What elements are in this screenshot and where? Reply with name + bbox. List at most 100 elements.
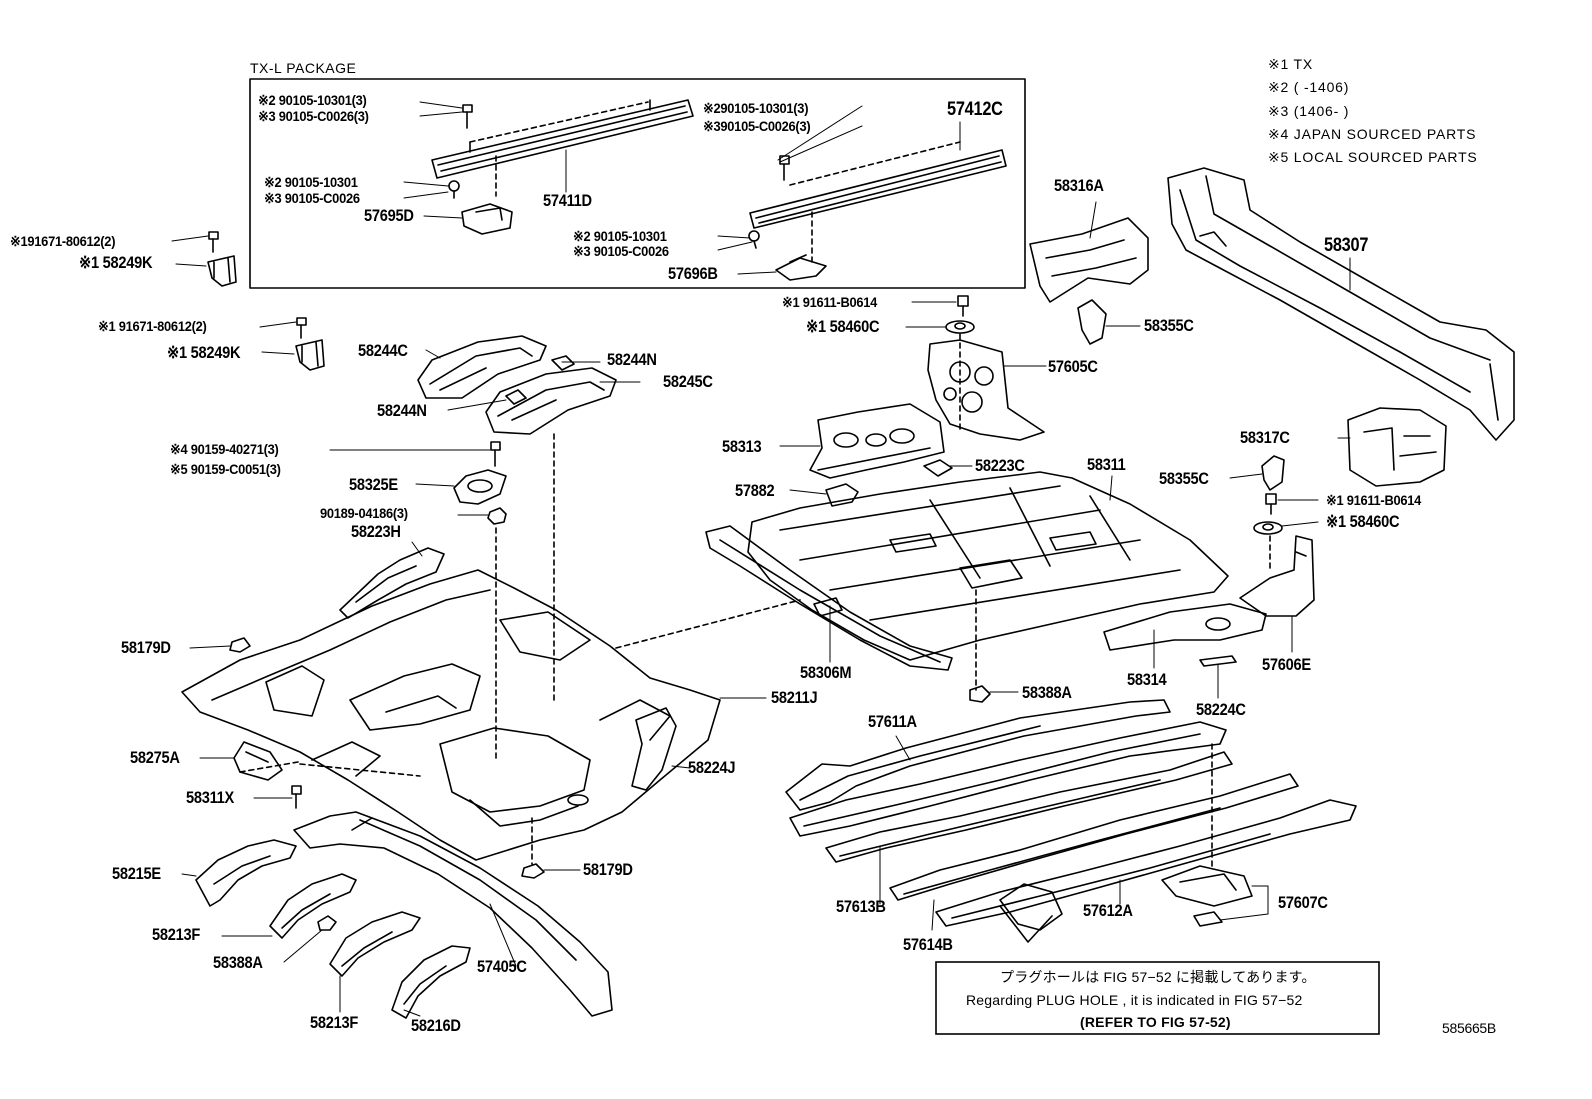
legend-note-5: ※5 LOCAL SOURCED PARTS bbox=[1268, 149, 1478, 165]
plug-note-frame bbox=[935, 961, 1380, 1035]
callout-label: 58213F bbox=[310, 1013, 359, 1032]
part-58275a-bracket bbox=[233, 741, 283, 781]
part-58211j-floor-pan bbox=[181, 569, 721, 861]
callout-label: ※2 90105-10301 bbox=[264, 174, 358, 190]
part-58355c-bracket-a bbox=[1077, 299, 1107, 345]
plug-note-line-1: プラグホールは FIG 57−52 に掲載してあります。 bbox=[1000, 969, 1316, 985]
part-58213f-lower bbox=[329, 911, 421, 977]
callout-label: ※3 90105-C0026 bbox=[264, 190, 360, 206]
plug-note-line-2: Regarding PLUG HOLE , it is indicated in… bbox=[966, 992, 1303, 1008]
part-57614b-member bbox=[889, 773, 1299, 901]
callout-label: 58215E bbox=[112, 864, 161, 883]
callout-label: 58211J bbox=[771, 688, 818, 707]
part-58249k-upper bbox=[207, 231, 237, 287]
part-58224j-bracket bbox=[631, 707, 677, 791]
callout-label: ※390105-C0026(3) bbox=[703, 118, 811, 134]
part-58244n-clip-b bbox=[505, 389, 527, 405]
callout-label: 58244N bbox=[607, 350, 657, 369]
callout-label: 58179D bbox=[583, 860, 633, 879]
callout-label: ※290105-10301(3) bbox=[703, 100, 809, 116]
callout-label: 57405C bbox=[477, 957, 527, 976]
callout-label: 58213F bbox=[152, 925, 201, 944]
callout-label: 57611A bbox=[868, 712, 917, 731]
callout-label: 58245C bbox=[663, 372, 713, 391]
part-57695d-bracket bbox=[461, 203, 513, 235]
part-58245c-pad bbox=[485, 367, 617, 435]
part-58179d-plug-b bbox=[521, 863, 545, 879]
leader-lines bbox=[171, 101, 1351, 1017]
callout-label: 58314 bbox=[1127, 670, 1167, 689]
legend-note-2: ※2 ( -1406) bbox=[1268, 79, 1350, 95]
part-57607c-bracket bbox=[1161, 865, 1253, 907]
callout-label: 57695D bbox=[364, 206, 414, 225]
part-57613b-member bbox=[789, 721, 1227, 837]
callout-label: ※1 58249K bbox=[167, 343, 241, 362]
callout-label: 57606E bbox=[1262, 655, 1311, 674]
part-57613b-member-lower bbox=[825, 751, 1233, 863]
bolt-90159 bbox=[490, 441, 501, 467]
callout-label: 57613B bbox=[836, 897, 886, 916]
part-58306m-member bbox=[705, 525, 953, 671]
callout-label: ※1 58249K bbox=[79, 253, 153, 272]
callout-label: 58306M bbox=[800, 663, 852, 682]
callout-label: 57696B bbox=[668, 264, 718, 283]
callout-label: 58216D bbox=[411, 1016, 461, 1035]
legend-note-3: ※3 (1406- ) bbox=[1268, 103, 1350, 119]
bolt-90105-a bbox=[462, 104, 473, 129]
callout-label: 58223H bbox=[351, 522, 401, 541]
callout-label: 58325E bbox=[349, 475, 398, 494]
part-58314-member bbox=[1103, 603, 1267, 651]
nut-90189 bbox=[487, 507, 507, 525]
callout-label: 58223C bbox=[975, 456, 1025, 475]
callout-label: 58388A bbox=[1022, 683, 1072, 702]
part-58224c-clip bbox=[1199, 655, 1237, 667]
part-58388a-clip-b bbox=[969, 685, 991, 703]
callout-label: ※3 90105-C0026(3) bbox=[258, 108, 369, 124]
callout-label: ※1 91671-80612(2) bbox=[98, 318, 207, 334]
callout-label: 58355C bbox=[1144, 316, 1194, 335]
part-58249k-lower bbox=[295, 317, 325, 371]
diagram-code: 585665B bbox=[1442, 1020, 1496, 1036]
package-label: TX-L PACKAGE bbox=[250, 60, 357, 76]
bolt-90105-d bbox=[748, 230, 760, 249]
callout-label: ※1 58460C bbox=[1326, 512, 1400, 531]
part-57612a-member bbox=[935, 799, 1357, 943]
part-58213f-upper bbox=[269, 873, 357, 939]
bolt-91611-a bbox=[957, 295, 969, 317]
callout-label: ※1 91611-B0614 bbox=[782, 294, 878, 310]
callout-label: ※1 58460C bbox=[806, 317, 880, 336]
part-57412c-rail bbox=[749, 141, 1007, 263]
plug-note-line-3: (REFER TO FIG 57-52) bbox=[1080, 1014, 1231, 1030]
part-58313-panel bbox=[809, 403, 945, 479]
callout-label: 58317C bbox=[1240, 428, 1290, 447]
callout-label: 57882 bbox=[735, 481, 775, 500]
callout-label: ※5 90159-C0051(3) bbox=[170, 461, 281, 477]
callout-label: 58311X bbox=[186, 788, 235, 807]
callout-label: 58313 bbox=[722, 437, 762, 456]
legend-note-4: ※4 JAPAN SOURCED PARTS bbox=[1268, 126, 1477, 142]
part-58179d-plug-a bbox=[229, 637, 251, 653]
callout-label: 57605C bbox=[1048, 357, 1098, 376]
part-57606e-panel bbox=[1239, 535, 1315, 617]
part-57607c-clip bbox=[1193, 911, 1223, 927]
part-58223h-bracket bbox=[339, 547, 445, 619]
part-57411d-rail bbox=[431, 99, 694, 197]
callout-label: 57612A bbox=[1083, 901, 1133, 920]
callout-label: ※4 90159-40271(3) bbox=[170, 441, 279, 457]
callout-label: 58224C bbox=[1196, 700, 1246, 719]
callout-label: ※1 91611-B0614 bbox=[1326, 492, 1422, 508]
part-58307-member bbox=[1167, 167, 1515, 441]
part-58460c-washer-a bbox=[945, 320, 975, 334]
bolt-91611-b bbox=[1265, 493, 1277, 515]
part-58244c-pad bbox=[417, 335, 547, 399]
part-58388a-clip-a bbox=[317, 915, 337, 931]
part-58244n-clip-a bbox=[551, 355, 575, 371]
callout-label: ※191671-80612(2) bbox=[10, 233, 116, 249]
callout-label: 58316A bbox=[1054, 176, 1104, 195]
callout-label: ※2 90105-10301 bbox=[573, 228, 667, 244]
part-58316a-panel bbox=[1029, 217, 1149, 303]
part-58215e-bracket bbox=[195, 839, 297, 907]
callout-label: 58307 bbox=[1324, 235, 1369, 256]
callout-label: 58388A bbox=[213, 953, 263, 972]
part-58325e-plate bbox=[453, 469, 507, 505]
